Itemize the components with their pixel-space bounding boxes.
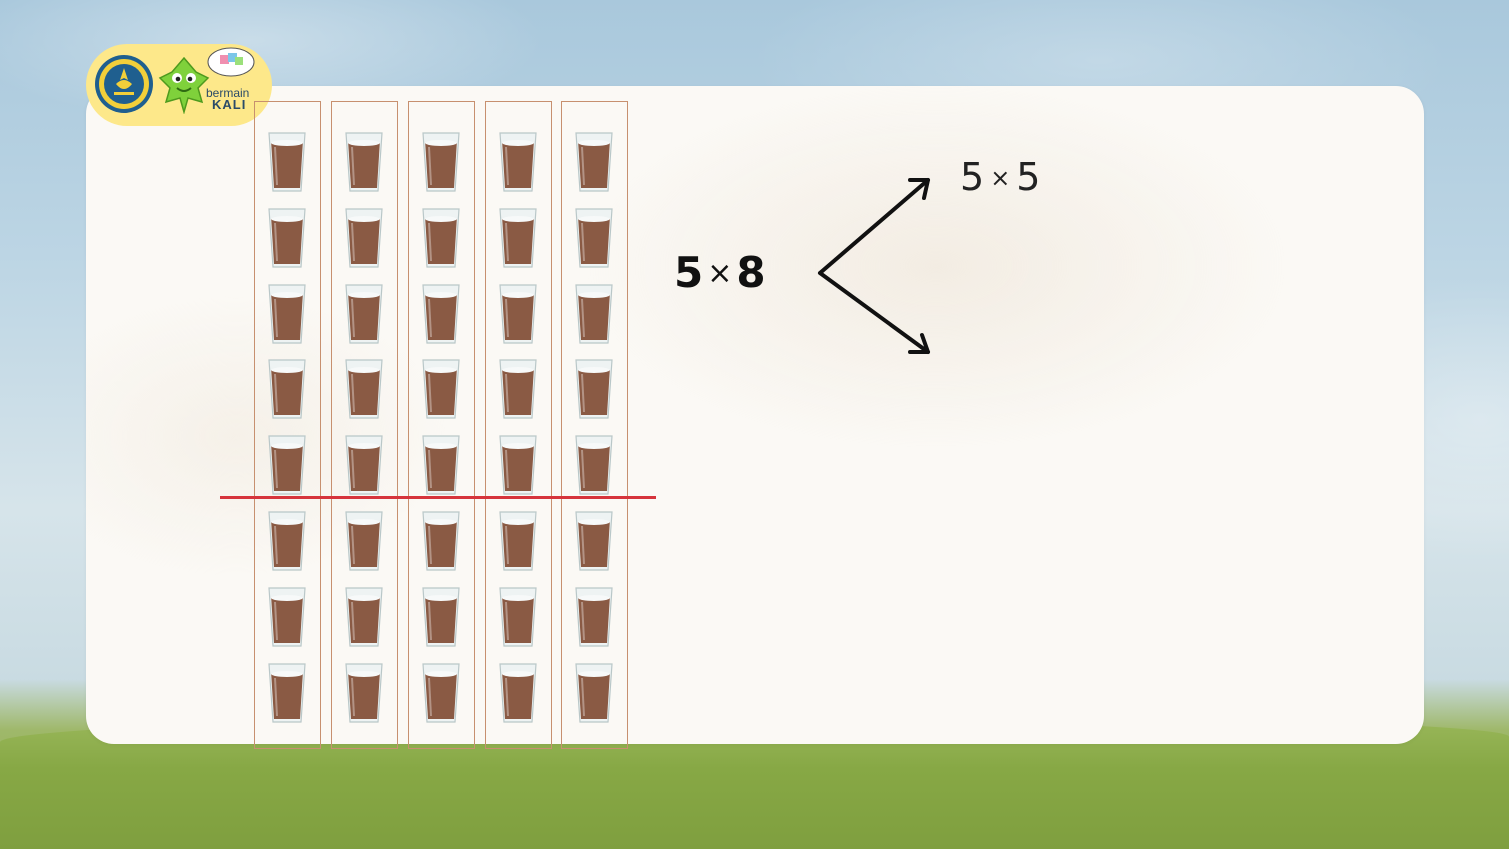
content-card bbox=[86, 86, 1424, 744]
glass-icon bbox=[422, 587, 460, 647]
glass-icon bbox=[345, 663, 383, 723]
glass-icon bbox=[268, 359, 306, 419]
glass-icon bbox=[345, 284, 383, 344]
glass-icon bbox=[268, 663, 306, 723]
main-equation-left: 5 bbox=[674, 248, 704, 297]
glass-icon bbox=[575, 132, 613, 192]
glass-icon bbox=[345, 511, 383, 571]
glass-icon bbox=[345, 359, 383, 419]
column-box bbox=[561, 101, 628, 749]
arrowhead-down bbox=[908, 333, 930, 354]
mascot-icon bbox=[158, 56, 210, 114]
glass-icon bbox=[575, 663, 613, 723]
glass-icon bbox=[575, 208, 613, 268]
glass-icon bbox=[575, 435, 613, 495]
branch-top-operator: × bbox=[990, 164, 1011, 192]
column-box bbox=[485, 101, 552, 749]
glass-icon bbox=[422, 208, 460, 268]
glass-icon bbox=[575, 587, 613, 647]
arrowhead-up bbox=[908, 178, 930, 200]
arrow-up-right bbox=[818, 178, 930, 275]
main-equation-right: 8 bbox=[736, 248, 766, 297]
main-equation-operator: × bbox=[707, 256, 733, 291]
glass-icon bbox=[268, 511, 306, 571]
main-equation: 5×8 bbox=[674, 248, 766, 297]
glass-icon bbox=[575, 359, 613, 419]
column-box bbox=[408, 101, 475, 749]
glass-icon bbox=[345, 132, 383, 192]
glass-icon bbox=[499, 435, 537, 495]
glass-icon bbox=[499, 359, 537, 419]
glass-icon bbox=[422, 284, 460, 344]
glass-icon bbox=[422, 663, 460, 723]
branch-top-right: 5 bbox=[1016, 155, 1041, 199]
glass-icon bbox=[268, 435, 306, 495]
arrow-down-right bbox=[818, 271, 930, 354]
branch-arrows bbox=[818, 178, 930, 354]
glass-icon bbox=[575, 284, 613, 344]
glass-icon bbox=[499, 284, 537, 344]
glass-icon bbox=[268, 208, 306, 268]
glass-icon bbox=[268, 284, 306, 344]
institution-seal-icon bbox=[95, 55, 153, 113]
glass-icon bbox=[268, 587, 306, 647]
glass-icon bbox=[422, 511, 460, 571]
thought-bubble-icon bbox=[207, 47, 255, 77]
glass-icon bbox=[345, 208, 383, 268]
glass-icon bbox=[499, 132, 537, 192]
glass-icon bbox=[575, 511, 613, 571]
brand-name-top: bermain bbox=[206, 86, 250, 100]
glass-icon bbox=[499, 511, 537, 571]
glass-icon bbox=[345, 435, 383, 495]
glass-icon bbox=[499, 208, 537, 268]
column-box bbox=[331, 101, 398, 749]
glass-icon bbox=[499, 663, 537, 723]
branch-equation-top: 5×5 bbox=[960, 155, 1040, 199]
glass-icon bbox=[422, 132, 460, 192]
glass-icon bbox=[268, 132, 306, 192]
glass-icon bbox=[345, 587, 383, 647]
branch-top-left: 5 bbox=[960, 155, 985, 199]
glass-icon bbox=[422, 359, 460, 419]
glass-icon bbox=[499, 587, 537, 647]
brand-name-bottom: KALI bbox=[212, 97, 247, 112]
split-line bbox=[220, 496, 656, 499]
glass-icon bbox=[422, 435, 460, 495]
column-box bbox=[254, 101, 321, 749]
